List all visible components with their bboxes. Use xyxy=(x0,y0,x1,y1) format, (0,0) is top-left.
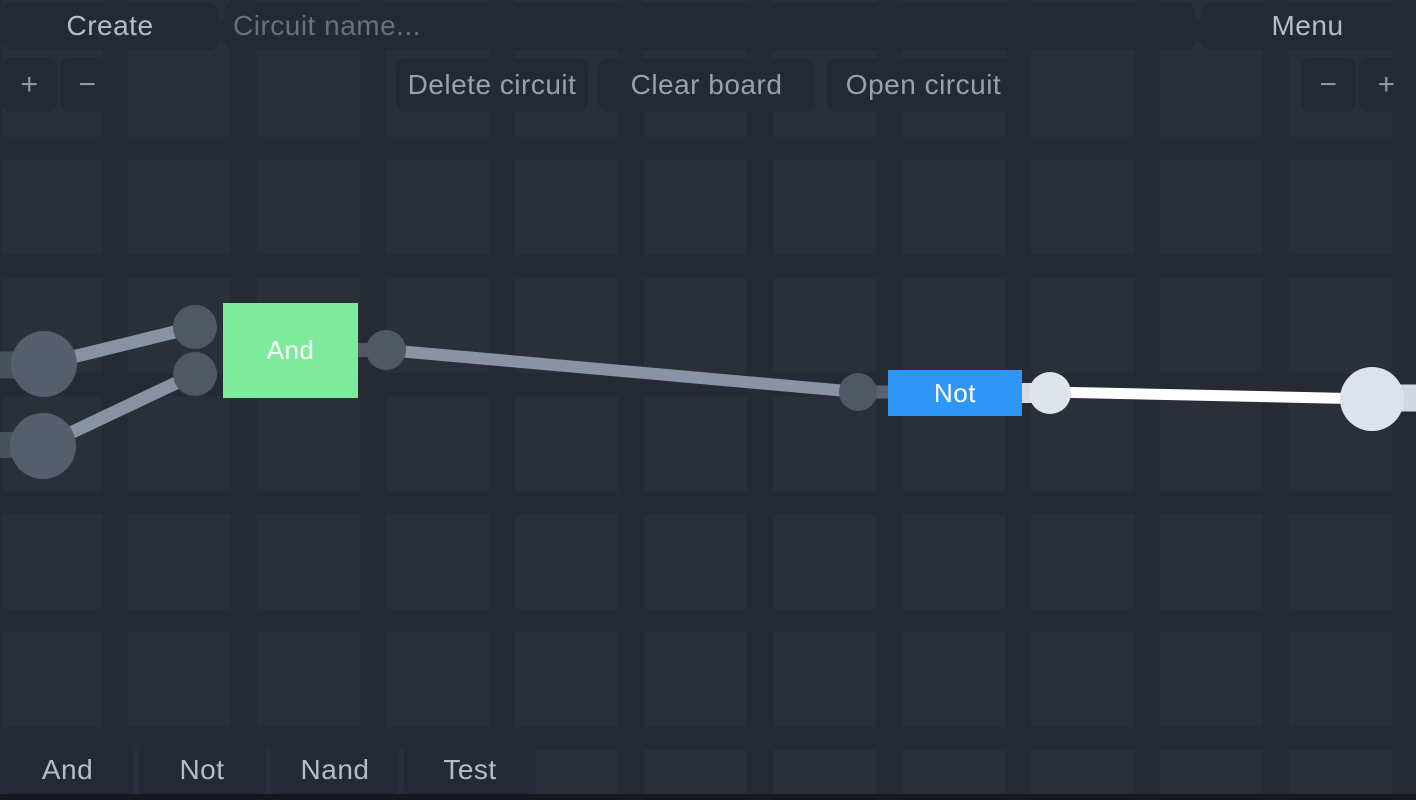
not-gate[interactable]: Not xyxy=(888,370,1022,416)
menu-button[interactable]: Menu xyxy=(1201,2,1414,50)
open-circuit-button[interactable]: Open circuit xyxy=(827,58,1020,112)
and-gate[interactable]: And xyxy=(223,303,358,398)
node-input-b[interactable] xyxy=(10,413,76,479)
zoom-out-button-right[interactable]: − xyxy=(1301,57,1356,112)
wire-input-b-to-and xyxy=(40,368,198,452)
wire-and-to-not xyxy=(385,344,859,398)
wire-not-to-output xyxy=(1048,386,1373,405)
palette-and-button[interactable]: And xyxy=(2,742,133,797)
palette-nand-button[interactable]: Nand xyxy=(271,742,399,797)
node-and-out[interactable] xyxy=(366,330,406,370)
node-output[interactable] xyxy=(1340,367,1404,431)
node-and-in-bottom[interactable] xyxy=(173,352,217,396)
node-input-a[interactable] xyxy=(11,331,77,397)
circuit-name-input[interactable] xyxy=(224,2,1195,50)
bottom-edge-strip xyxy=(0,794,1416,800)
zoom-out-button-left[interactable]: − xyxy=(60,57,115,112)
wire-input-a-to-and xyxy=(42,320,197,371)
delete-circuit-button[interactable]: Delete circuit xyxy=(396,58,588,112)
zoom-in-button-right[interactable]: + xyxy=(1359,57,1414,112)
clear-board-button[interactable]: Clear board xyxy=(598,58,815,112)
palette-test-button[interactable]: Test xyxy=(404,742,536,797)
zoom-in-button-left[interactable]: + xyxy=(2,57,57,112)
node-not-in[interactable] xyxy=(839,373,877,411)
palette-not-button[interactable]: Not xyxy=(138,742,266,797)
create-button[interactable]: Create xyxy=(2,2,218,50)
node-and-in-top[interactable] xyxy=(173,305,217,349)
node-not-out[interactable] xyxy=(1029,372,1071,414)
